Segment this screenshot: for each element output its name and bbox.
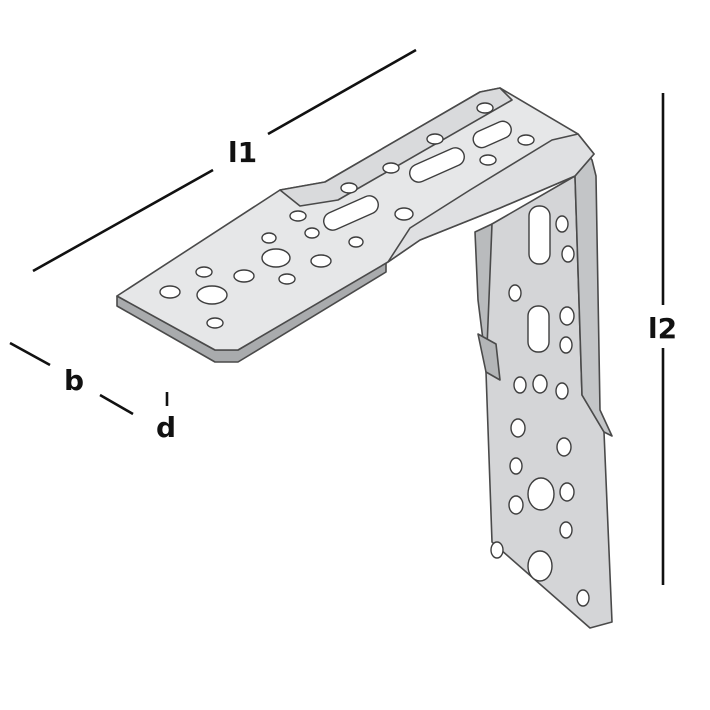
hole	[555, 382, 569, 400]
dimension-l2: l2	[648, 93, 677, 585]
hole	[576, 589, 590, 607]
hole	[510, 418, 526, 438]
dimension-d: d	[156, 392, 176, 444]
hole	[509, 457, 523, 475]
hole	[561, 245, 575, 263]
dimension-label-b: b	[64, 364, 84, 397]
hole	[278, 273, 296, 285]
vertical-leg-holes	[490, 205, 590, 607]
hole	[479, 154, 497, 166]
slot-hole	[527, 305, 550, 353]
hole	[559, 336, 573, 354]
hole	[348, 236, 364, 248]
slot-hole	[528, 205, 551, 265]
hole	[289, 210, 307, 222]
slot-hole	[409, 147, 465, 183]
slot-hole	[323, 195, 379, 231]
hole	[527, 477, 555, 511]
slot-hole	[472, 120, 512, 149]
hole	[206, 317, 224, 329]
bend-edge	[574, 135, 613, 437]
dimension-label-l1: l1	[228, 136, 257, 169]
hole	[513, 376, 527, 394]
hole	[233, 269, 255, 283]
hole	[559, 306, 575, 326]
hole	[426, 133, 444, 145]
hole	[508, 495, 524, 515]
dimension-label-d: d	[156, 411, 176, 444]
hole	[382, 162, 400, 174]
hole	[556, 437, 572, 457]
hole	[517, 134, 535, 146]
dimension-label-l2: l2	[648, 312, 677, 345]
hole	[559, 521, 573, 539]
dimension-line-b-right	[99, 393, 134, 416]
horizontal-leg-holes	[159, 102, 535, 329]
hole	[195, 266, 213, 278]
dimension-l1: l1	[32, 48, 417, 273]
dimension-b: b	[9, 341, 134, 416]
hole	[196, 285, 228, 305]
dimension-line-b-left	[9, 341, 51, 367]
hole	[559, 482, 575, 502]
hole	[555, 215, 569, 233]
hole	[490, 541, 504, 559]
bend-highlight	[387, 133, 595, 263]
horizontal-leg-rib	[279, 87, 513, 207]
hole	[340, 182, 358, 194]
hole	[508, 284, 522, 302]
hole	[310, 254, 332, 268]
hole	[476, 102, 494, 114]
hole	[261, 232, 277, 244]
hole	[394, 207, 414, 221]
reinforcement-rib	[477, 333, 501, 381]
hole	[532, 374, 548, 394]
hole	[527, 550, 553, 582]
dimension-line-l1-right	[267, 48, 417, 136]
hole	[159, 285, 181, 299]
dimension-line-l1-left	[32, 168, 214, 273]
hole	[304, 227, 320, 239]
hole	[261, 248, 291, 268]
